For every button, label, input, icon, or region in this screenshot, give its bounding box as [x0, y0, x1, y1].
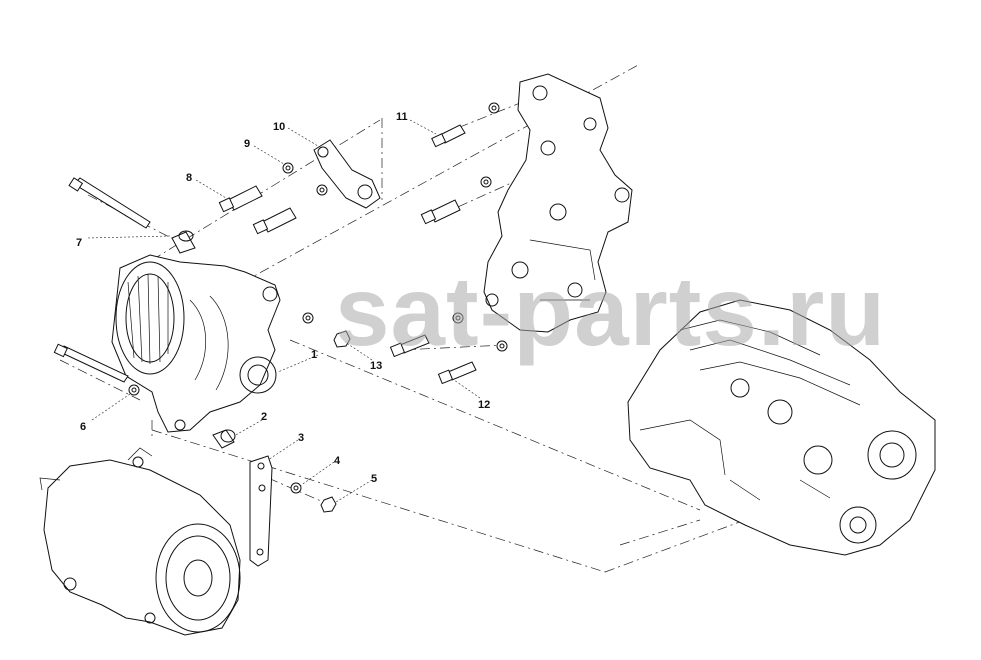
bolt-part-11: [431, 124, 466, 148]
callout-8: 8: [186, 172, 192, 184]
bolt-part-12: [437, 361, 477, 385]
callout-5: 5: [371, 473, 377, 485]
engine-assembly: [627, 299, 936, 556]
bolt-part-8a: [218, 185, 263, 213]
washers: [128, 102, 508, 513]
callout-12: 12: [478, 399, 490, 411]
callout-7: 7: [76, 237, 82, 249]
spacer-part-7: [171, 230, 196, 254]
callout-9: 9: [244, 138, 250, 150]
callout-3: 3: [298, 432, 304, 444]
callout-11: 11: [396, 111, 408, 123]
callout-6: 6: [80, 421, 86, 433]
mounting-bracket: [483, 73, 633, 333]
long-bolt-part-7: [68, 177, 151, 229]
callout-2: 2: [261, 411, 267, 423]
spacer-part-2: [212, 429, 236, 449]
callout-4: 4: [334, 455, 341, 467]
bolt-part-8b: [252, 207, 297, 235]
long-bolt-part-6: [53, 343, 129, 383]
watermark: sat-parts.ru: [335, 256, 887, 366]
leader-lines: [87, 119, 481, 503]
callout-labels: 1 2 3 4 5 6 7 8 9 10 11 12 13: [76, 111, 490, 485]
plate-part-10: [313, 139, 381, 209]
strap-bracket-part-3: [249, 455, 273, 567]
alternator: [111, 254, 281, 433]
ac-compressor: [39, 447, 241, 636]
callout-1: 1: [311, 349, 317, 361]
bolt-part-13: [389, 334, 430, 358]
bolt-bracket: [420, 199, 461, 225]
callout-13: 13: [370, 360, 382, 372]
callout-10: 10: [273, 121, 285, 133]
